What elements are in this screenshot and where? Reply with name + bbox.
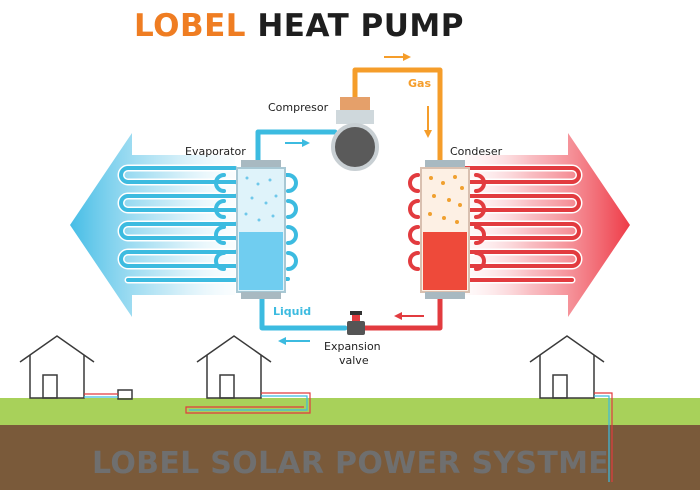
arrow-down-orange <box>424 106 432 138</box>
label-expansion-line2: valve <box>339 354 369 367</box>
condenser-bubbles <box>428 175 464 224</box>
label-evaporator: Evaporator <box>185 145 246 158</box>
label-liquid: Liquid <box>273 305 312 318</box>
pipe-evaporator-to-compressor <box>255 129 338 169</box>
arrow-left-blue <box>278 337 310 345</box>
grass-strip <box>0 398 700 425</box>
label-compressor: Compresor <box>268 101 329 114</box>
ground <box>0 398 700 490</box>
arrow-right-blue <box>285 139 310 147</box>
compressor <box>331 97 379 171</box>
house-right <box>529 335 605 399</box>
page-title: LOBEL HEAT PUMP <box>134 8 464 44</box>
label-condenser: Condeser <box>450 145 503 158</box>
ground-loops <box>84 392 613 482</box>
label-expansion-line1: Expansion <box>324 340 381 353</box>
expansion-valve <box>347 311 365 335</box>
pipe-valve-to-evaporator <box>259 295 348 331</box>
arrow-left-red <box>394 312 424 320</box>
soil-strip <box>0 425 700 490</box>
condenser-tank <box>420 160 470 299</box>
title-rest: HEAT PUMP <box>257 8 464 44</box>
flow-arrows <box>278 53 432 345</box>
evaporator-bubbles <box>244 176 278 222</box>
evaporator-tank <box>236 160 286 299</box>
arrow-right-orange <box>384 53 411 61</box>
refrigerant-pipes <box>255 67 443 331</box>
condenser-inner-coil <box>408 173 486 271</box>
houses <box>19 335 605 400</box>
evaporator-inner-coil <box>214 173 298 281</box>
pipe-condenser-to-valve <box>362 295 443 331</box>
house-middle <box>196 335 272 399</box>
footer-title: LOBEL SOLAR POWER SYSTME <box>92 446 610 481</box>
pipe-compressor-to-condenser <box>352 67 443 163</box>
label-gas: Gas <box>408 77 431 90</box>
outdoor-unit <box>117 389 133 400</box>
title-brand: LOBEL <box>134 8 247 44</box>
house-left <box>19 335 95 399</box>
